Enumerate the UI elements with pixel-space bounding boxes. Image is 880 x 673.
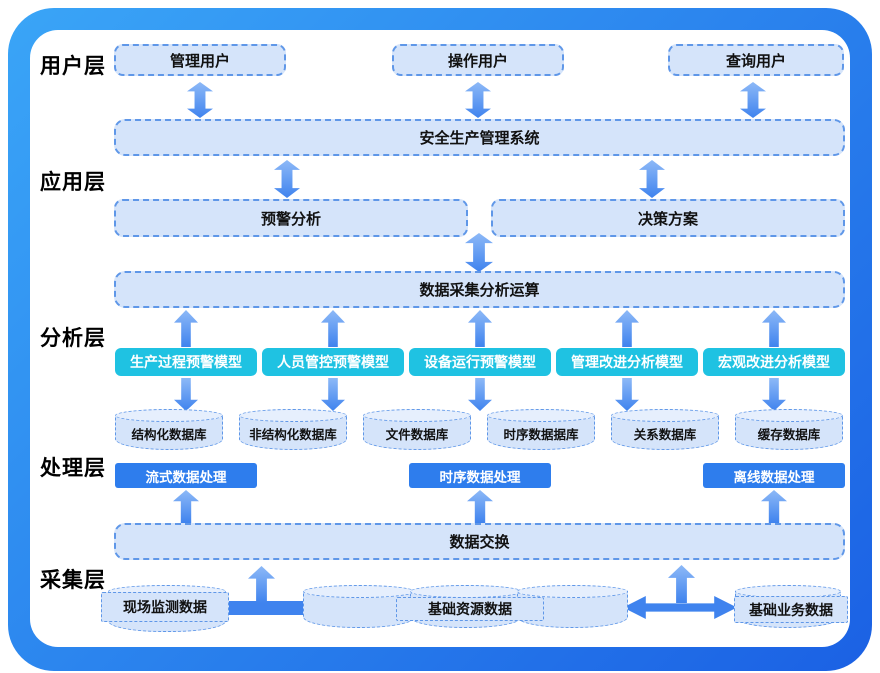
exchange-bar: 数据交换 bbox=[114, 523, 845, 560]
user-box-query: 查询用户 bbox=[668, 44, 844, 76]
proc-timeseries: 时序数据处理 bbox=[409, 463, 551, 488]
db-label: 关系数据库 bbox=[633, 428, 697, 442]
cylinder-top-icon bbox=[517, 585, 628, 598]
db-cylinder-relational: 关系数据库 bbox=[611, 409, 719, 450]
model-production: 生产过程预警模型 bbox=[115, 348, 257, 376]
layer-label-collect: 采集层 bbox=[40, 569, 106, 592]
proc-stream: 流式数据处理 bbox=[115, 463, 257, 488]
source-label-business: 基础业务数据 bbox=[734, 596, 848, 623]
connector-bar bbox=[226, 601, 308, 615]
app-box-decision: 决策方案 bbox=[491, 199, 845, 237]
db-cylinder-cache: 缓存数据库 bbox=[735, 409, 843, 450]
model-equipment: 设备运行预警模型 bbox=[409, 348, 551, 376]
cylinder-top-icon bbox=[735, 409, 843, 422]
db-cylinder-file: 文件数据库 bbox=[363, 409, 471, 450]
db-cylinder-structured: 结构化数据库 bbox=[115, 409, 223, 450]
db-label: 文件数据库 bbox=[385, 428, 449, 442]
db-label: 结构化数据库 bbox=[131, 428, 207, 442]
source-label-resource: 基础资源数据 bbox=[396, 597, 544, 621]
layer-label-user: 用户层 bbox=[40, 55, 106, 78]
user-box-manage: 管理用户 bbox=[114, 44, 286, 76]
source-label-monitor: 现场监测数据 bbox=[101, 592, 229, 622]
user-box-operate: 操作用户 bbox=[392, 44, 564, 76]
model-personnel: 人员管控预警模型 bbox=[262, 348, 404, 376]
compute-bar: 数据采集分析运算 bbox=[114, 271, 845, 308]
db-cylinder-unstructured: 非结构化数据库 bbox=[239, 409, 347, 450]
cylinder-top-icon bbox=[363, 409, 471, 422]
db-label: 时序数据据库 bbox=[503, 428, 579, 442]
app-box-warning: 预警分析 bbox=[114, 199, 468, 237]
system-bar: 安全生产管理系统 bbox=[114, 119, 845, 156]
db-label: 非结构化数据库 bbox=[249, 428, 337, 442]
cylinder-top-icon bbox=[487, 409, 595, 422]
db-cylinder-timeseries: 时序数据据库 bbox=[487, 409, 595, 450]
cylinder-top-icon bbox=[239, 409, 347, 422]
db-label: 缓存数据库 bbox=[757, 428, 821, 442]
proc-offline: 离线数据处理 bbox=[703, 463, 845, 488]
layer-label-analysis: 分析层 bbox=[40, 327, 106, 350]
cylinder-top-icon bbox=[611, 409, 719, 422]
cylinder-top-icon bbox=[115, 409, 223, 422]
layer-label-app: 应用层 bbox=[40, 171, 106, 194]
model-management: 管理改进分析模型 bbox=[556, 348, 698, 376]
layer-label-process: 处理层 bbox=[40, 457, 106, 480]
model-macro: 宏观改进分析模型 bbox=[703, 348, 845, 376]
